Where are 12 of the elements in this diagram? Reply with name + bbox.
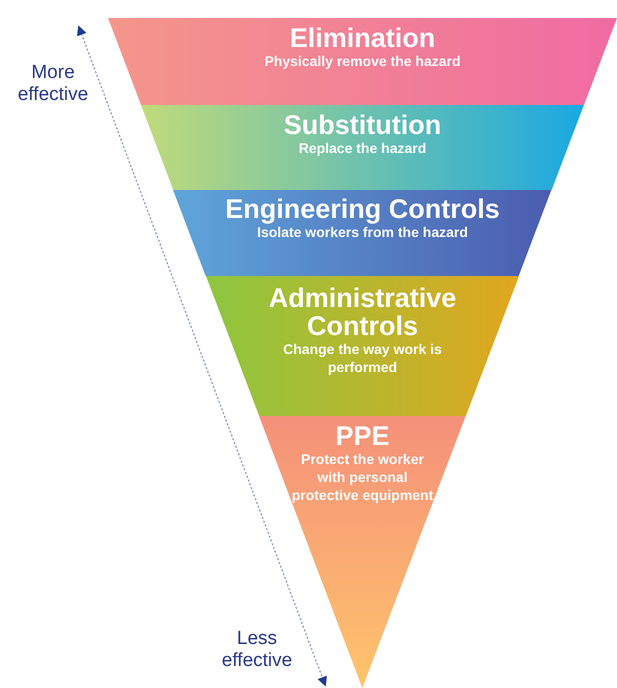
effectiveness-label: More effective [16, 62, 90, 106]
level-description: Change the way work is performed [282, 340, 443, 376]
level-heading: Engineering Controls [225, 195, 500, 223]
level-description: Protect the worker with personal protective equipment [290, 450, 434, 504]
level-description: Physically remove the hazard [264, 52, 461, 70]
level-heading: PPE [335, 422, 390, 450]
level-description: Replace the hazard [298, 139, 426, 157]
effectiveness-label: Less effective [220, 628, 294, 672]
level-heading: Substitution [284, 111, 442, 139]
level-heading: Administrative Controls [268, 284, 458, 340]
level-heading: Elimination [290, 24, 436, 52]
level-description: Isolate workers from the hazard [257, 224, 468, 241]
